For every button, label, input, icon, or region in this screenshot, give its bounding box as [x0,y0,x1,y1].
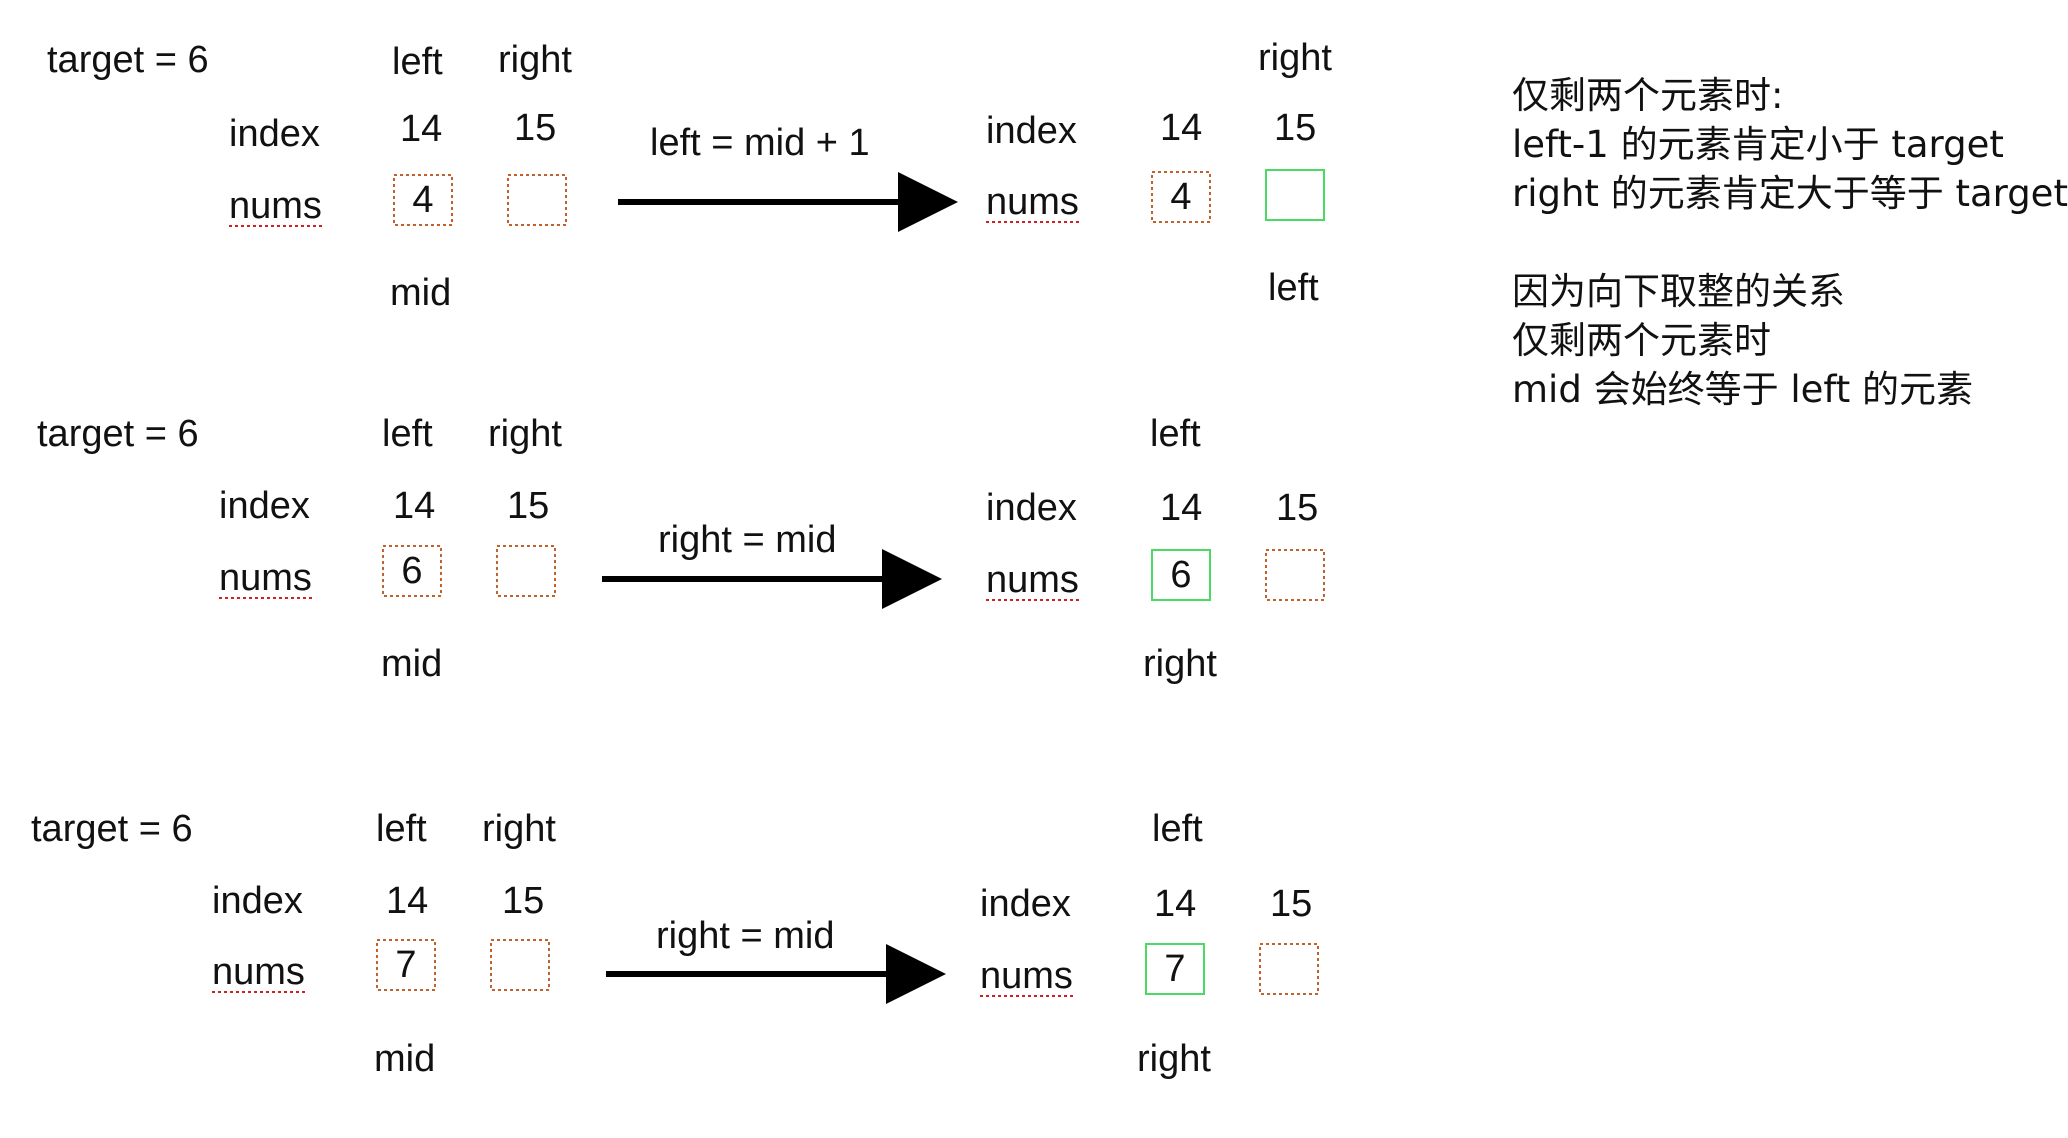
left-pointer-label: left [382,413,433,455]
nums-cell-15 [490,939,550,991]
after-nums-label: nums [980,955,1073,997]
after-index-value-14: 14 [1160,107,1202,149]
index-value-14: 14 [386,880,428,922]
after-left-pointer-label: left [1152,808,1203,850]
index-value-15: 15 [514,107,556,149]
nums-cell-15 [496,545,556,597]
row-3: target = 6 left right index 14 15 nums 7… [31,808,1319,1080]
after-right-pointer-label: right [1137,1038,1211,1080]
after-right-pointer-label: right [1143,643,1217,685]
mid-pointer-label: mid [381,643,442,685]
right-pointer-label: right [498,39,572,81]
left-pointer-label: left [376,808,427,850]
after-index-value-15: 15 [1270,883,1312,925]
index-value-14: 14 [400,108,442,150]
index-label: index [219,485,310,527]
note-line: right 的元素肯定大于等于 target [1512,172,2068,215]
nums-value-14: 7 [395,944,416,986]
row-1: target = 6 left right index 14 15 nums 4… [47,37,1332,314]
after-nums-cell-14-highlighted [1145,943,1205,995]
operation-label: right = mid [658,519,836,561]
after-nums-label: nums [986,559,1079,601]
note-line: mid 会始终等于 left 的元素 [1512,368,1973,411]
target-label: target = 6 [47,39,209,81]
mid-pointer-label: mid [390,272,451,314]
nums-label: nums [219,557,312,599]
after-nums-label: nums [986,181,1079,223]
after-nums-cell-15-highlighted [1265,169,1325,221]
after-nums-value-14: 7 [1164,948,1185,990]
after-index-label: index [980,883,1071,925]
after-index-label: index [986,487,1077,529]
after-index-value-15: 15 [1274,107,1316,149]
nums-label: nums [229,185,322,227]
after-right-pointer-label: right [1258,37,1332,79]
index-label: index [212,880,303,922]
row-2: target = 6 left right index 14 15 nums 6… [37,413,1325,685]
after-index-value-15: 15 [1276,487,1318,529]
after-left-pointer-label: left [1268,267,1319,309]
right-pointer-label: right [482,808,556,850]
after-index-value-14: 14 [1160,487,1202,529]
index-value-14: 14 [393,485,435,527]
note-line: left-1 的元素肯定小于 target [1512,123,2004,166]
left-pointer-label: left [392,41,443,83]
operation-label: right = mid [656,915,834,957]
note-line: 仅剩两个元素时 [1512,319,1771,362]
index-value-15: 15 [502,880,544,922]
index-value-15: 15 [507,485,549,527]
note-line: 仅剩两个元素时: [1512,74,1783,117]
after-index-value-14: 14 [1154,883,1196,925]
nums-value-14: 4 [412,179,433,221]
explanation-notes: 仅剩两个元素时: left-1 的元素肯定小于 target right 的元素… [1512,74,2068,411]
after-nums-cell-15 [1259,943,1319,995]
target-label: target = 6 [31,808,193,850]
after-nums-cell-14-highlighted [1151,549,1211,601]
after-index-label: index [986,110,1077,152]
note-line: 因为向下取整的关系 [1512,270,1845,313]
operation-label: left = mid + 1 [650,122,870,164]
after-nums-cell-15 [1265,549,1325,601]
nums-value-14: 6 [401,550,422,592]
index-label: index [229,113,320,155]
after-nums-value-14: 6 [1170,554,1191,596]
target-label: target = 6 [37,413,199,455]
after-left-pointer-label: left [1150,413,1201,455]
nums-cell-15 [507,174,567,226]
nums-label: nums [212,951,305,993]
mid-pointer-label: mid [374,1038,435,1080]
after-nums-value-14: 4 [1170,176,1191,218]
right-pointer-label: right [488,413,562,455]
